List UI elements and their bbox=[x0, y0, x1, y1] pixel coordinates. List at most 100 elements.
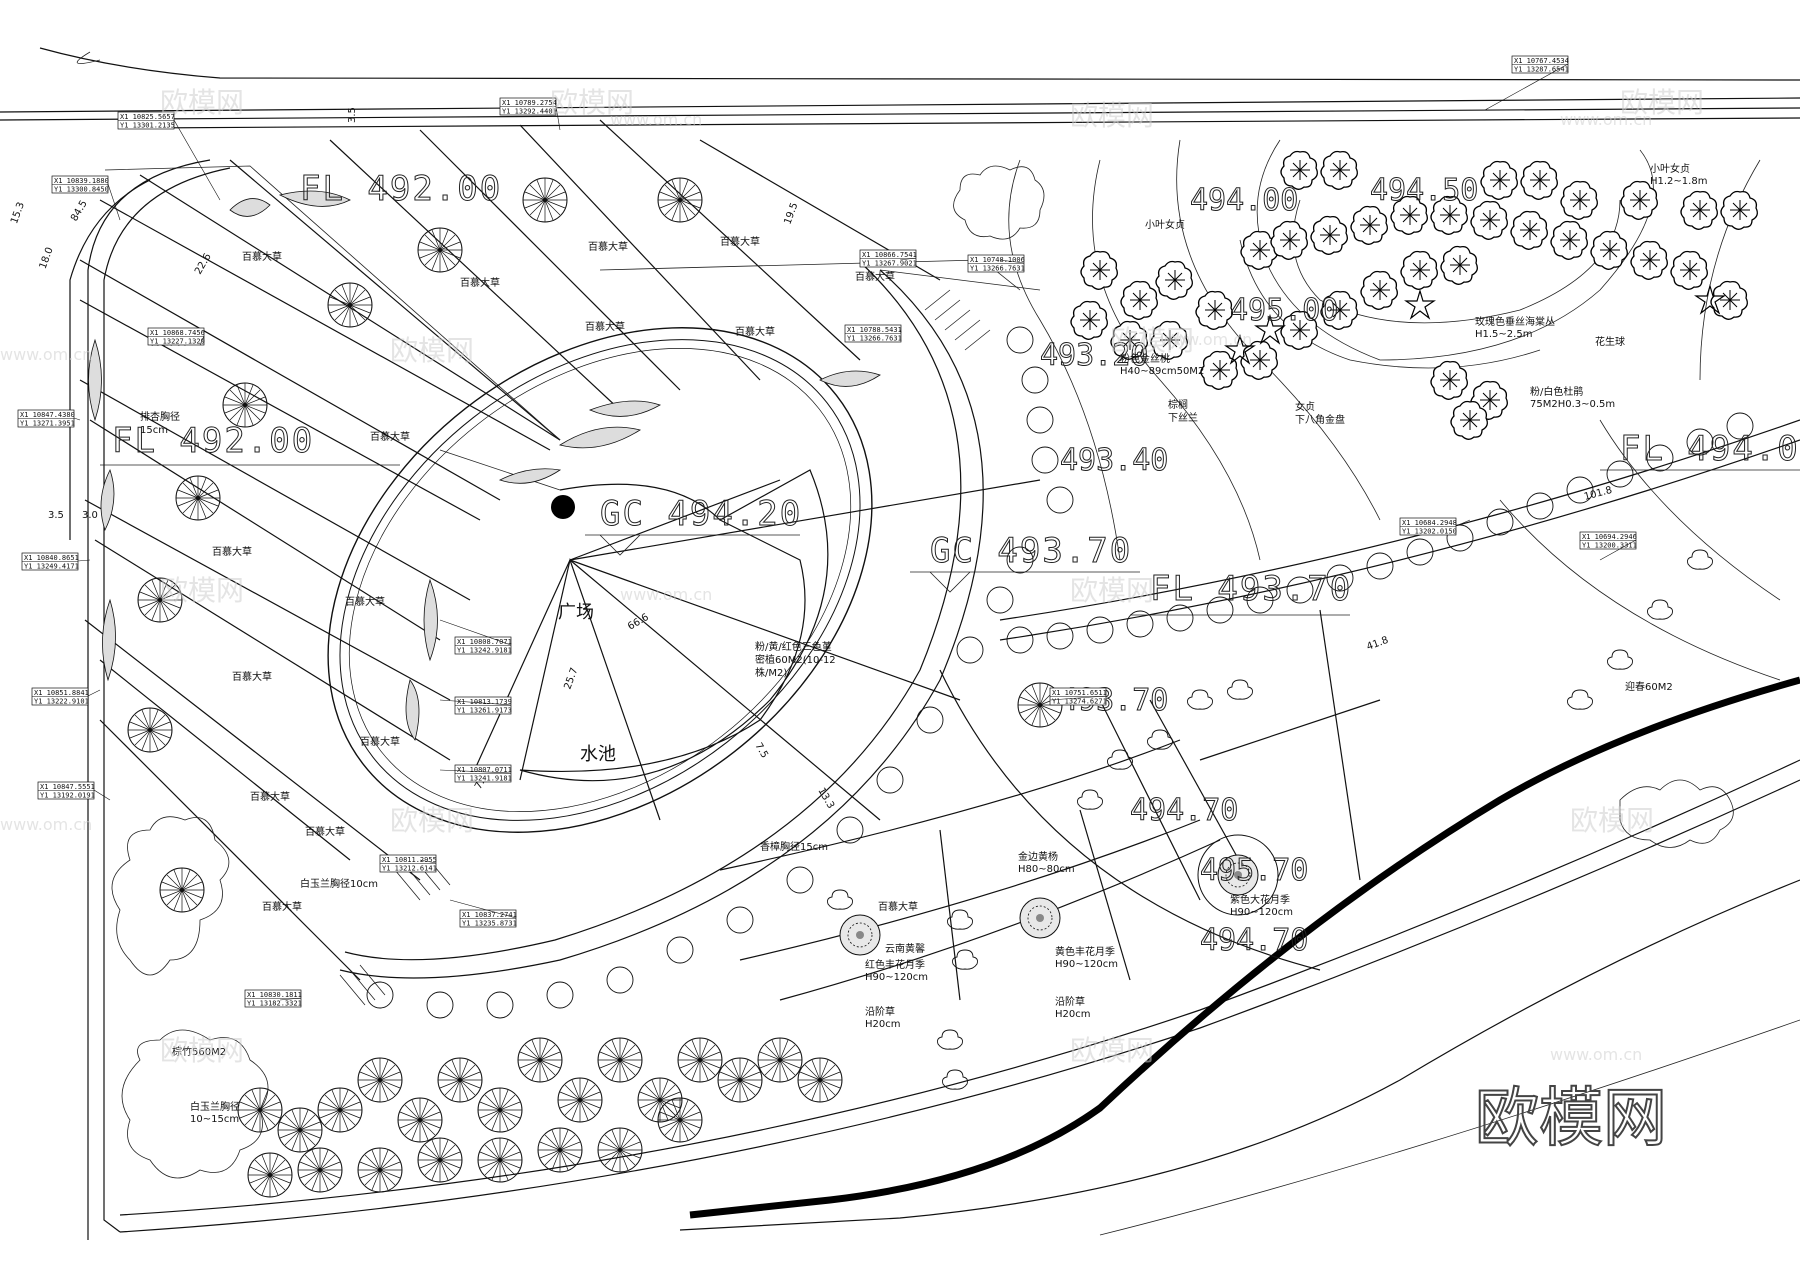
dim-7-5: 7.5 bbox=[752, 741, 769, 760]
coordinate-x: X1 10694.2946 bbox=[1582, 533, 1637, 541]
coordinate-x: X1 10830.1811 bbox=[247, 991, 302, 999]
watermark-5: 欧模网 bbox=[1110, 324, 1194, 357]
label-tricolor-size2: 株/M2) bbox=[755, 666, 787, 679]
label-baimu-2: 百慕大草 bbox=[460, 276, 500, 289]
dim-15-3: 15.3 bbox=[9, 201, 27, 226]
elevation-493-20: 493.20 bbox=[1040, 338, 1148, 373]
plaza-center-marker bbox=[551, 495, 575, 519]
label-xiaoye-right-size: H1.2~1.8m bbox=[1650, 176, 1707, 187]
coordinate-y: Y1 13242.9181 bbox=[457, 647, 512, 655]
coordinate-y: Y1 13202.0150 bbox=[1402, 528, 1457, 536]
dim-3-5-top: 3.5 bbox=[347, 107, 358, 123]
coordinate-x: X1 10767.4534 bbox=[1514, 57, 1569, 65]
elevation-494-50: 494.50 bbox=[1370, 173, 1478, 208]
elevation-labels: FL 492.00 FL 492.00 GC 494.20 GC 493.70 … bbox=[100, 169, 1800, 959]
watermark-11: 欧模网 bbox=[1070, 1034, 1154, 1067]
coordinate-y: Y1 13267.9021 bbox=[862, 260, 917, 268]
coordinate-y: Y1 13287.6541 bbox=[1514, 66, 1569, 74]
label-xiasilan: 下丝兰 bbox=[1168, 411, 1198, 424]
dim-18-0: 18.0 bbox=[38, 246, 56, 271]
label-jinsi-size: H40~89cm50M2 bbox=[1120, 366, 1204, 377]
label-jinbian-h: H80~80cm bbox=[1018, 864, 1075, 875]
label-paijia-size: 15cm bbox=[140, 425, 168, 436]
label-yunnan: 云南黄馨 bbox=[885, 942, 925, 955]
bottom-edges bbox=[119, 676, 1800, 1236]
label-square: 广场 bbox=[558, 602, 594, 623]
label-baimu-9: 百慕大草 bbox=[370, 430, 410, 443]
label-huasheng: 花生球 bbox=[1595, 335, 1625, 348]
label-zi-rose-h: H90~120cm bbox=[1230, 907, 1293, 918]
label-baimu-14: 百慕大草 bbox=[250, 790, 290, 803]
label-nvzhen: 女贞 bbox=[1295, 400, 1315, 413]
label-baimu-4: 百慕大草 bbox=[720, 235, 760, 248]
elevation-fl-493-70: FL 493.70 bbox=[1150, 569, 1352, 609]
label-zongzhu: 棕竹560M2 bbox=[172, 1045, 226, 1058]
coordinate-y: Y1 13266.7631 bbox=[847, 335, 902, 343]
coordinate-y: Y1 13182.3321 bbox=[247, 1000, 302, 1008]
label-xiangzhang: 香樟胸径15cm bbox=[760, 840, 828, 853]
label-hong-rose: 红色丰花月季 bbox=[865, 958, 925, 971]
coordinate-x: X1 10788.5431 bbox=[847, 326, 902, 334]
retaining-wall bbox=[689, 676, 1800, 1219]
coordinate-y: Y1 13222.9101 bbox=[34, 698, 89, 706]
planting-bed-lines bbox=[719, 609, 1381, 1001]
dim-66-6: 66.6 bbox=[626, 612, 651, 633]
coordinate-x: X1 10684.2948 bbox=[1402, 519, 1457, 527]
watermark-3: 欧模网 bbox=[1070, 99, 1154, 132]
hatched-shrubs bbox=[88, 190, 881, 741]
label-jinsi: 粉色金丝桃 bbox=[1120, 352, 1170, 365]
coordinate-y: Y1 13271.3951 bbox=[20, 420, 75, 428]
label-xiaoye: 小叶女贞 bbox=[1145, 218, 1185, 231]
label-yanjie2-h: H20cm bbox=[1055, 1009, 1090, 1020]
label-zi-rose: 紫色大花月季 bbox=[1230, 893, 1290, 906]
elevation-494-70: 494.70 bbox=[1130, 793, 1238, 828]
label-meigui-h: H1.5~2.5m bbox=[1475, 329, 1532, 340]
label-yingchun: 迎春60M2 bbox=[1625, 681, 1673, 693]
watermark-12: 欧模网 bbox=[1620, 86, 1704, 119]
coordinate-x: X1 10813.1739 bbox=[457, 698, 512, 706]
watermark-2: 欧模网 bbox=[550, 86, 634, 119]
elevation-fl-492-top: FL 492.00 bbox=[300, 169, 502, 209]
plant-labels: 百慕大草 百慕大草 百慕大草 百慕大草 百慕大草 百慕大草 百慕大草 百慕大草 … bbox=[140, 162, 1707, 1125]
label-baimu-7: 百慕大草 bbox=[735, 325, 775, 338]
label-hong-rose-h: H90~120cm bbox=[865, 972, 928, 983]
label-baimu-15: 百慕大草 bbox=[305, 825, 345, 838]
coordinate-y: Y1 13274.6271 bbox=[1052, 698, 1107, 706]
label-baimu-3: 百慕大草 bbox=[588, 240, 628, 253]
watermark-9: 欧模网 bbox=[1570, 804, 1654, 837]
coordinate-x: X1 10789.2754 bbox=[502, 99, 557, 107]
elevation-gc-493-70: GC 493.70 bbox=[930, 531, 1132, 571]
rose-beds bbox=[839, 834, 1279, 956]
coordinate-x: X1 10847.5551 bbox=[40, 783, 95, 791]
dim-41-8: 41.8 bbox=[1365, 635, 1390, 653]
coordinate-y: Y1 13192.0191 bbox=[40, 792, 95, 800]
label-huang-rose-h: H90~120cm bbox=[1055, 959, 1118, 970]
label-fen-dujuan: 粉/白色杜鹃 bbox=[1530, 385, 1583, 398]
label-xiaoye-right: 小叶女贞 bbox=[1650, 162, 1690, 175]
label-huang-rose: 黄色丰花月季 bbox=[1055, 945, 1115, 958]
label-baimu-17: 百慕大草 bbox=[878, 900, 918, 913]
coordinate-x: X1 10837.2741 bbox=[462, 911, 517, 919]
label-baimu-6: 百慕大草 bbox=[585, 320, 625, 333]
watermark-url-5: www.om.cn bbox=[1550, 1045, 1642, 1064]
coordinate-y: Y1 13212.6141 bbox=[382, 865, 437, 873]
coordinate-x: X1 10839.1880 bbox=[54, 177, 109, 185]
coordinate-y: Y1 13292.4401 bbox=[502, 108, 557, 116]
label-baimu-16: 百慕大草 bbox=[262, 900, 302, 913]
label-yanjie: 沿阶草 bbox=[865, 1005, 895, 1018]
dim-3-5a: 3.5 bbox=[48, 510, 64, 521]
watermark-url-1: www.om.cn bbox=[610, 110, 702, 129]
label-baiyulan-bottom-size: 10~15cm bbox=[190, 1114, 239, 1125]
